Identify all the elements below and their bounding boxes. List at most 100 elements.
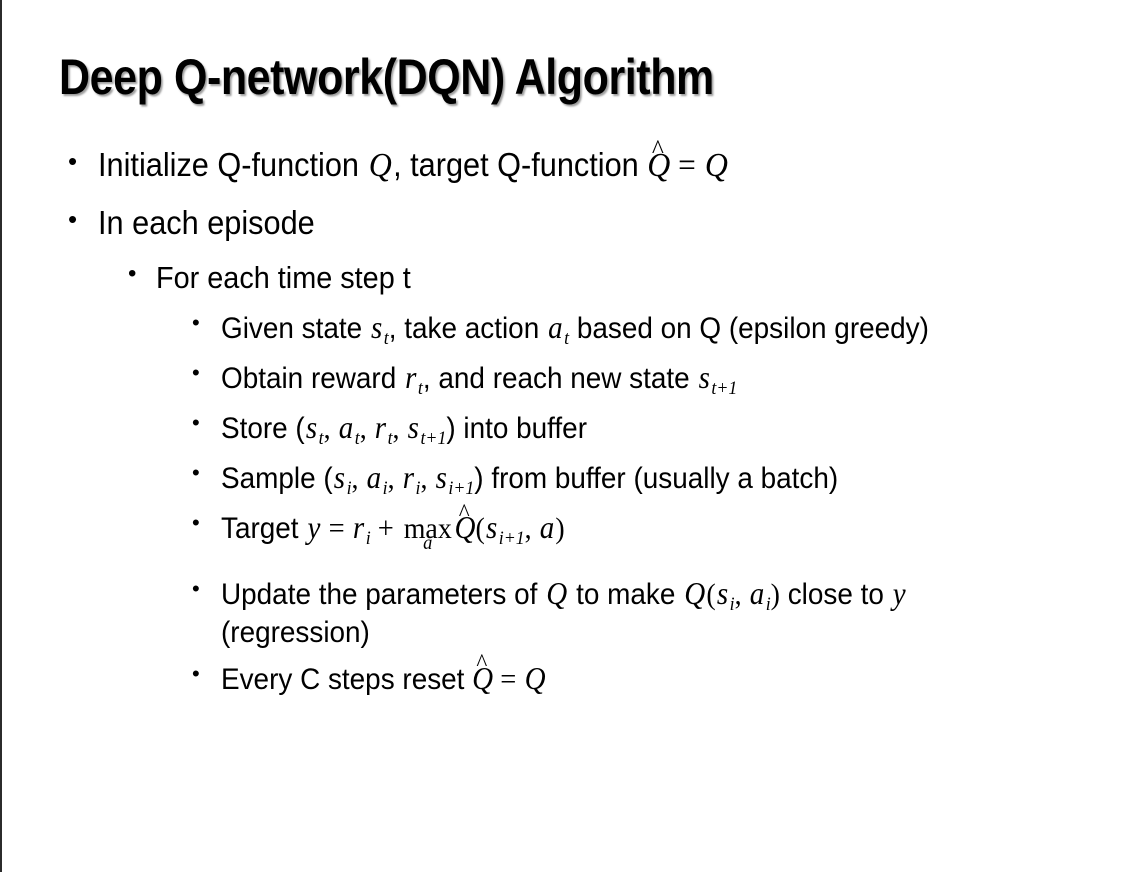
math-sub-a: i: [765, 593, 771, 615]
initialize-mid: , target Q-function: [393, 146, 648, 183]
math-sub-r: i: [365, 527, 371, 549]
math-sub-t: t: [417, 377, 423, 399]
store-sep1: ,: [323, 412, 338, 446]
math-var-qhat: ^Q: [454, 501, 476, 546]
update-open-paren: (: [706, 578, 716, 612]
target-sep: ,: [524, 512, 539, 546]
bullet-list: • Initialize Q-function Q, target Q-func…: [2, 136, 1124, 708]
initialize-pre: Initialize Q-function: [98, 146, 368, 183]
math-var-y: y: [307, 510, 321, 546]
bullet-reset: • Every C steps reset ^Q = Q: [2, 651, 1124, 698]
target-pre: Target: [221, 512, 307, 546]
sample-post: ) from buffer (usually a batch): [474, 462, 839, 496]
math-var-a: a: [338, 410, 354, 446]
bullet-glyph: •: [128, 260, 137, 288]
math-var-r: r: [402, 460, 415, 496]
bullet-reset-text: Every C steps reset ^Q = Q: [221, 651, 1063, 698]
bullet-glyph: •: [192, 310, 200, 336]
given-mid: , take action: [388, 312, 547, 346]
bullet-given-state: • Given state st, take action at based o…: [2, 310, 1124, 350]
math-var-r: r: [405, 360, 417, 396]
math-sub-s: i+1: [498, 527, 525, 549]
math-sub-s: i: [346, 477, 352, 499]
page-title: Deep Q-network(DQN) Algorithm: [59, 49, 714, 105]
hat-accent-icon: ^: [651, 134, 664, 165]
update-close-paren: ): [770, 578, 780, 612]
qhat-base: Q: [454, 510, 476, 546]
bullet-in-each-episode-text: In each episode: [98, 203, 315, 241]
math-var-q: Q: [368, 146, 392, 184]
math-var-s: s: [333, 460, 346, 496]
bullet-for-each-time-step: • For each time step t: [2, 260, 1124, 296]
store-post: ) into buffer: [446, 412, 587, 446]
math-sub-a: i: [382, 477, 388, 499]
hat-accent-icon: ^: [458, 499, 470, 527]
max-label: max: [403, 512, 452, 546]
math-plus: +: [370, 511, 401, 546]
bullet-glyph: •: [68, 146, 78, 176]
update-post: close to: [779, 578, 892, 612]
sample-pre: Sample (: [221, 462, 333, 496]
math-var-qhat: ^Q: [472, 651, 494, 696]
math-sub-r: i: [415, 477, 421, 499]
bullet-initialize-text: Initialize Q-function Q, target Q-functi…: [98, 136, 991, 186]
obtain-mid: , and reach new state: [422, 362, 698, 396]
math-var-s: s: [305, 410, 318, 446]
math-var-a: a: [749, 576, 765, 612]
update-mid: to make: [568, 578, 684, 612]
qhat-base: Q: [647, 146, 671, 184]
bullet-store: • Store (st, at, rt, st+1) into buffer: [2, 410, 1124, 450]
bullet-obtain-reward-text: Obtain reward rt, and reach new state st…: [221, 360, 1063, 400]
bullet-update-text: Update the parameters of Q to make Q(si,…: [221, 576, 1063, 651]
math-var-q2: Q: [704, 146, 728, 184]
math-var-s: s: [371, 310, 383, 346]
math-var-r: r: [374, 410, 387, 446]
bullet-for-each-time-step-text: For each time step t: [156, 260, 411, 296]
bullet-sample-text: Sample (si, ai, ri, si+1) from buffer (u…: [221, 460, 1063, 500]
target-close-paren: ): [555, 512, 565, 546]
math-var-a: a: [366, 460, 382, 496]
update-pre: Update the parameters of: [221, 578, 546, 612]
math-sub-s2: i+1: [448, 477, 475, 499]
bullet-obtain-reward: • Obtain reward rt, and reach new state …: [2, 360, 1124, 400]
bullet-update: • Update the parameters of Q to make Q(s…: [2, 576, 1124, 651]
bullet-store-text: Store (st, at, rt, st+1) into buffer: [221, 410, 1063, 450]
given-pre: Given state: [221, 312, 370, 346]
math-sub-t-plus-1: t+1: [711, 377, 738, 399]
bullet-glyph: •: [192, 410, 200, 436]
math-var-qhat: ^Q: [647, 136, 671, 184]
bullet-glyph: •: [192, 660, 200, 686]
math-sub-s: t: [318, 427, 324, 449]
obtain-pre: Obtain reward: [221, 362, 404, 396]
math-var-s: s: [716, 576, 729, 612]
reset-pre: Every C steps reset: [221, 662, 473, 696]
update-tail: (regression): [221, 616, 370, 650]
math-var-s: s: [485, 510, 498, 546]
sample-sep2: ,: [387, 462, 402, 496]
bullet-glyph: •: [68, 203, 78, 234]
math-var-a: a: [539, 510, 555, 546]
bullet-given-state-text: Given state st, take action at based on …: [221, 310, 1063, 350]
math-sub-t2: t: [564, 327, 570, 349]
math-var-s2: s: [407, 410, 419, 446]
qhat-base: Q: [472, 660, 494, 696]
math-sub-s: i: [729, 593, 735, 615]
math-var-q: Q: [524, 660, 546, 696]
hat-accent-icon: ^: [476, 650, 488, 678]
max-underscript: a: [423, 532, 433, 555]
store-sep2: ,: [359, 412, 374, 446]
math-sub-a: t: [354, 427, 360, 449]
bullet-initialize: • Initialize Q-function Q, target Q-func…: [2, 136, 1124, 186]
store-pre: Store (: [221, 412, 305, 446]
math-equals: =: [493, 661, 524, 696]
math-equals: =: [670, 147, 704, 184]
math-var-q: Q: [546, 576, 568, 612]
math-var-r: r: [352, 510, 365, 546]
math-var-q2: Q: [684, 576, 706, 612]
update-sep: ,: [734, 578, 749, 612]
math-equals: =: [321, 511, 352, 546]
math-sub-t: t: [383, 327, 389, 349]
math-sub-s2: t+1: [420, 427, 447, 449]
